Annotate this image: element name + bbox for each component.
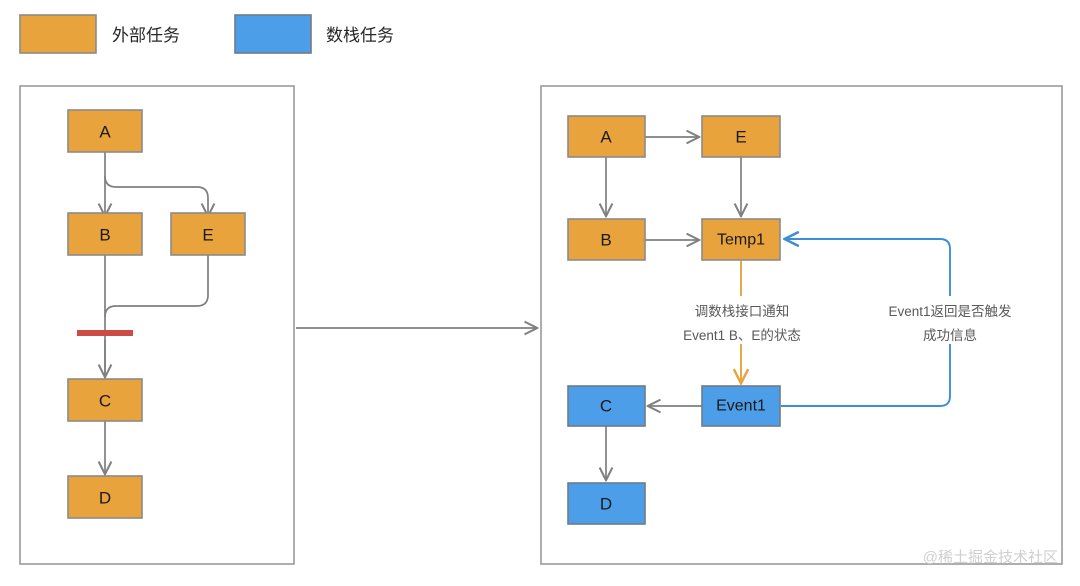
right-panel-annotations: 调数栈接口通知 Event1 B、E的状态 Event1返回是否触发 成功信息 <box>660 296 1032 344</box>
callback-annotation-line2: 成功信息 <box>923 327 977 343</box>
node-b-left-box[interactable] <box>67 212 143 256</box>
node-a-left-label: A <box>99 123 111 142</box>
node-e-right-box[interactable] <box>701 115 781 158</box>
node-e-right[interactable]: E <box>701 115 781 158</box>
node-b-left[interactable]: B <box>67 212 143 256</box>
node-event1[interactable]: Event1 <box>701 385 781 427</box>
node-d-left[interactable]: D <box>67 475 143 519</box>
node-temp1-box[interactable] <box>701 218 781 261</box>
legend-item-stack: 数栈任务 <box>234 14 394 54</box>
node-temp1[interactable]: Temp1 <box>701 218 781 261</box>
node-d-left-label: D <box>99 489 111 508</box>
edge-a-e <box>104 175 208 215</box>
node-d-right-label: D <box>600 495 612 514</box>
node-a-left[interactable]: A <box>67 109 143 153</box>
node-b-right-label: B <box>600 231 611 250</box>
node-a-right-label: A <box>600 128 612 147</box>
node-temp1-label: Temp1 <box>717 232 765 249</box>
notify-annotation-line2: Event1 B、E的状态 <box>683 328 801 343</box>
node-e-left-box[interactable] <box>170 212 246 256</box>
left-panel-edges <box>77 152 208 473</box>
node-b-right-box[interactable] <box>567 218 646 261</box>
right-panel-frame <box>540 85 1063 565</box>
node-c-left-label: C <box>99 392 111 411</box>
node-event1-label: Event1 <box>716 398 766 415</box>
legend-label-stack: 数栈任务 <box>326 26 394 45</box>
notify-annotation: 调数栈接口通知 Event1 B、E的状态 <box>660 296 824 344</box>
node-c-right-box[interactable] <box>567 385 646 427</box>
node-event1-box[interactable] <box>701 385 781 427</box>
node-d-left-box[interactable] <box>67 475 143 519</box>
node-e-left[interactable]: E <box>170 212 246 256</box>
left-panel-nodes: A B E C D <box>67 109 246 519</box>
node-d-right-box[interactable] <box>567 482 646 525</box>
legend-item-external: 外部任务 <box>19 14 180 54</box>
node-a-right[interactable]: A <box>567 115 646 158</box>
legend-swatch-orange <box>19 14 97 54</box>
legend-label-external: 外部任务 <box>112 26 180 45</box>
node-c-left[interactable]: C <box>67 378 143 422</box>
legend-swatch-blue <box>234 14 312 54</box>
node-d-right[interactable]: D <box>567 482 646 525</box>
left-panel-frame <box>19 85 295 565</box>
callback-annotation-line1: Event1返回是否触发 <box>888 304 1012 319</box>
callback-annotation-backdrop <box>868 296 1032 344</box>
node-c-left-box[interactable] <box>67 378 143 422</box>
node-a-right-box[interactable] <box>567 115 646 158</box>
node-b-right[interactable]: B <box>567 218 646 261</box>
notify-annotation-backdrop <box>660 296 824 344</box>
node-b-left-label: B <box>99 226 110 245</box>
node-a-left-box[interactable] <box>67 109 143 153</box>
node-c-right-label: C <box>600 397 612 416</box>
notify-annotation-line1: 调数栈接口通知 <box>695 303 790 319</box>
right-panel-nodes: A E B Temp1 C Event1 <box>567 115 781 525</box>
node-e-right-label: E <box>735 128 746 147</box>
node-c-right[interactable]: C <box>567 385 646 427</box>
node-e-left-label: E <box>202 226 213 245</box>
legend: 外部任务 数栈任务 <box>19 14 394 54</box>
watermark: @稀土掘金技术社区 <box>923 549 1058 566</box>
callback-annotation: Event1返回是否触发 成功信息 <box>868 296 1032 344</box>
edge-e-merge <box>104 255 209 318</box>
